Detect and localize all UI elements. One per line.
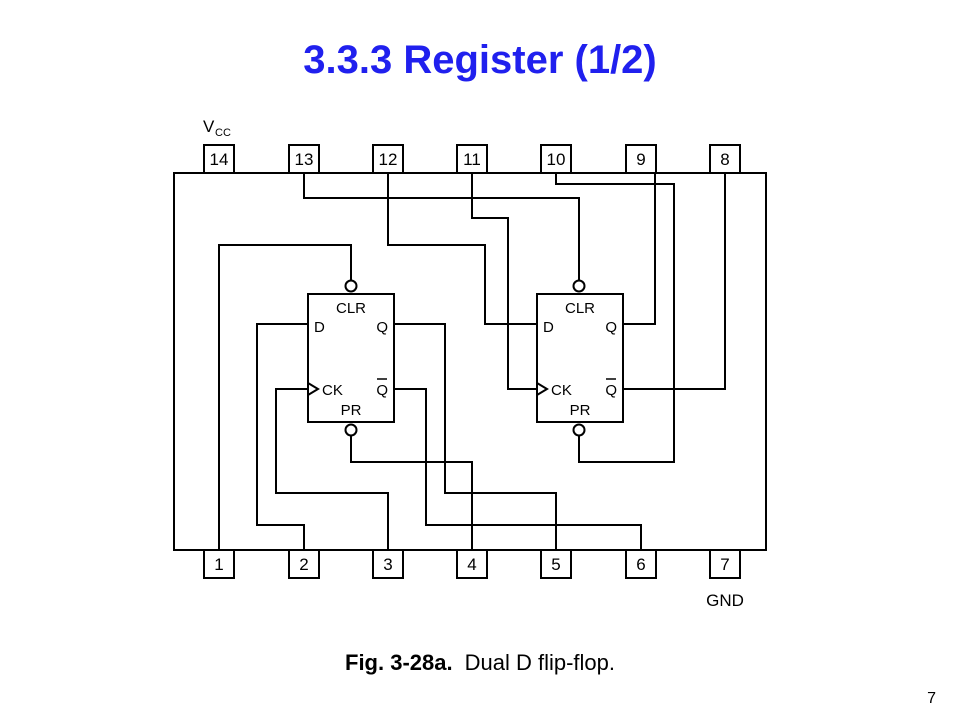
svg-text:Q: Q: [376, 319, 388, 336]
flip-flop-1: CLR D Q CK Q PR: [307, 279, 395, 437]
pin-11: 11: [456, 144, 488, 174]
svg-text:Q: Q: [376, 382, 388, 399]
bottom-pins: 1 2 3 4 5 6 7: [203, 549, 741, 579]
pin-12: 12: [372, 144, 404, 174]
svg-text:5: 5: [551, 555, 560, 574]
svg-text:11: 11: [463, 150, 481, 169]
svg-text:CK: CK: [322, 382, 343, 399]
pin-13: 13: [288, 144, 320, 174]
svg-text:9: 9: [636, 150, 645, 169]
figure-label: Fig. 3-28a.: [345, 650, 453, 675]
svg-text:CK: CK: [551, 382, 572, 399]
svg-text:1: 1: [214, 555, 223, 574]
svg-text:6: 6: [636, 555, 645, 574]
clock-triangle: [307, 382, 320, 396]
pin-3: 3: [372, 549, 404, 579]
page-number: 7: [927, 690, 936, 707]
svg-text:PR: PR: [341, 402, 362, 419]
wire-pin11-ck2: [471, 173, 537, 390]
figure-caption-text: Dual D flip-flop.: [464, 650, 615, 675]
svg-text:CLR: CLR: [336, 300, 366, 317]
wire-pin2-d1: [256, 323, 308, 550]
pin-8: 8: [709, 144, 741, 174]
wire-qbar2-pin8: [623, 173, 726, 390]
pin-2: 2: [288, 549, 320, 579]
pin-7: 7: [709, 549, 741, 579]
clock-triangle: [536, 382, 549, 396]
wire-q1-pin5: [394, 323, 557, 550]
wiring: [218, 172, 726, 550]
figure-caption: Fig. 3-28a. Dual D flip-flop.: [0, 650, 960, 676]
svg-text:4: 4: [467, 555, 476, 574]
wire-pin1-clr1: [218, 244, 352, 550]
svg-text:12: 12: [379, 150, 398, 169]
vcc-label: V: [203, 117, 215, 136]
slide-title: 3.3.3 Register (1/2): [303, 38, 657, 82]
svg-text:3: 3: [383, 555, 392, 574]
wire-pin3-ck1: [275, 388, 389, 550]
wire-pin12-d2: [387, 173, 537, 325]
pin-6: 6: [625, 549, 657, 579]
svg-text:CLR: CLR: [565, 300, 595, 317]
wire-pin13-clr2: [303, 173, 580, 280]
svg-text:Q: Q: [605, 382, 617, 399]
svg-text:D: D: [314, 319, 325, 336]
svg-text:10: 10: [547, 150, 566, 169]
pin-4: 4: [456, 549, 488, 579]
svg-text:Q: Q: [605, 319, 617, 336]
svg-text:D: D: [543, 319, 554, 336]
vcc-subscript: CC: [215, 127, 231, 139]
svg-text:7: 7: [720, 555, 729, 574]
pin-14: 14: [203, 144, 235, 174]
pin-9: 9: [625, 144, 657, 174]
pr-bubble: [344, 423, 358, 437]
svg-text:13: 13: [295, 150, 314, 169]
flip-flop-2: CLR D Q CK Q PR: [536, 279, 624, 437]
pin-1: 1: [203, 549, 235, 579]
svg-text:14: 14: [210, 150, 229, 169]
wire-qbar1-pin6: [394, 388, 642, 550]
svg-text:PR: PR: [570, 402, 591, 419]
wire-q2-pin9: [623, 172, 656, 325]
svg-text:2: 2: [299, 555, 308, 574]
gnd-label: GND: [706, 591, 744, 610]
clr-bubble: [572, 279, 586, 293]
top-pins: 14 13 12 11 10 9 8: [203, 144, 741, 174]
svg-text:8: 8: [720, 150, 729, 169]
pr-bubble: [572, 423, 586, 437]
wire-pin10-pr2: [555, 173, 675, 463]
wire-pin4-pr1: [350, 436, 473, 550]
clr-bubble: [344, 279, 358, 293]
pin-5: 5: [540, 549, 572, 579]
pin-10: 10: [540, 144, 572, 174]
